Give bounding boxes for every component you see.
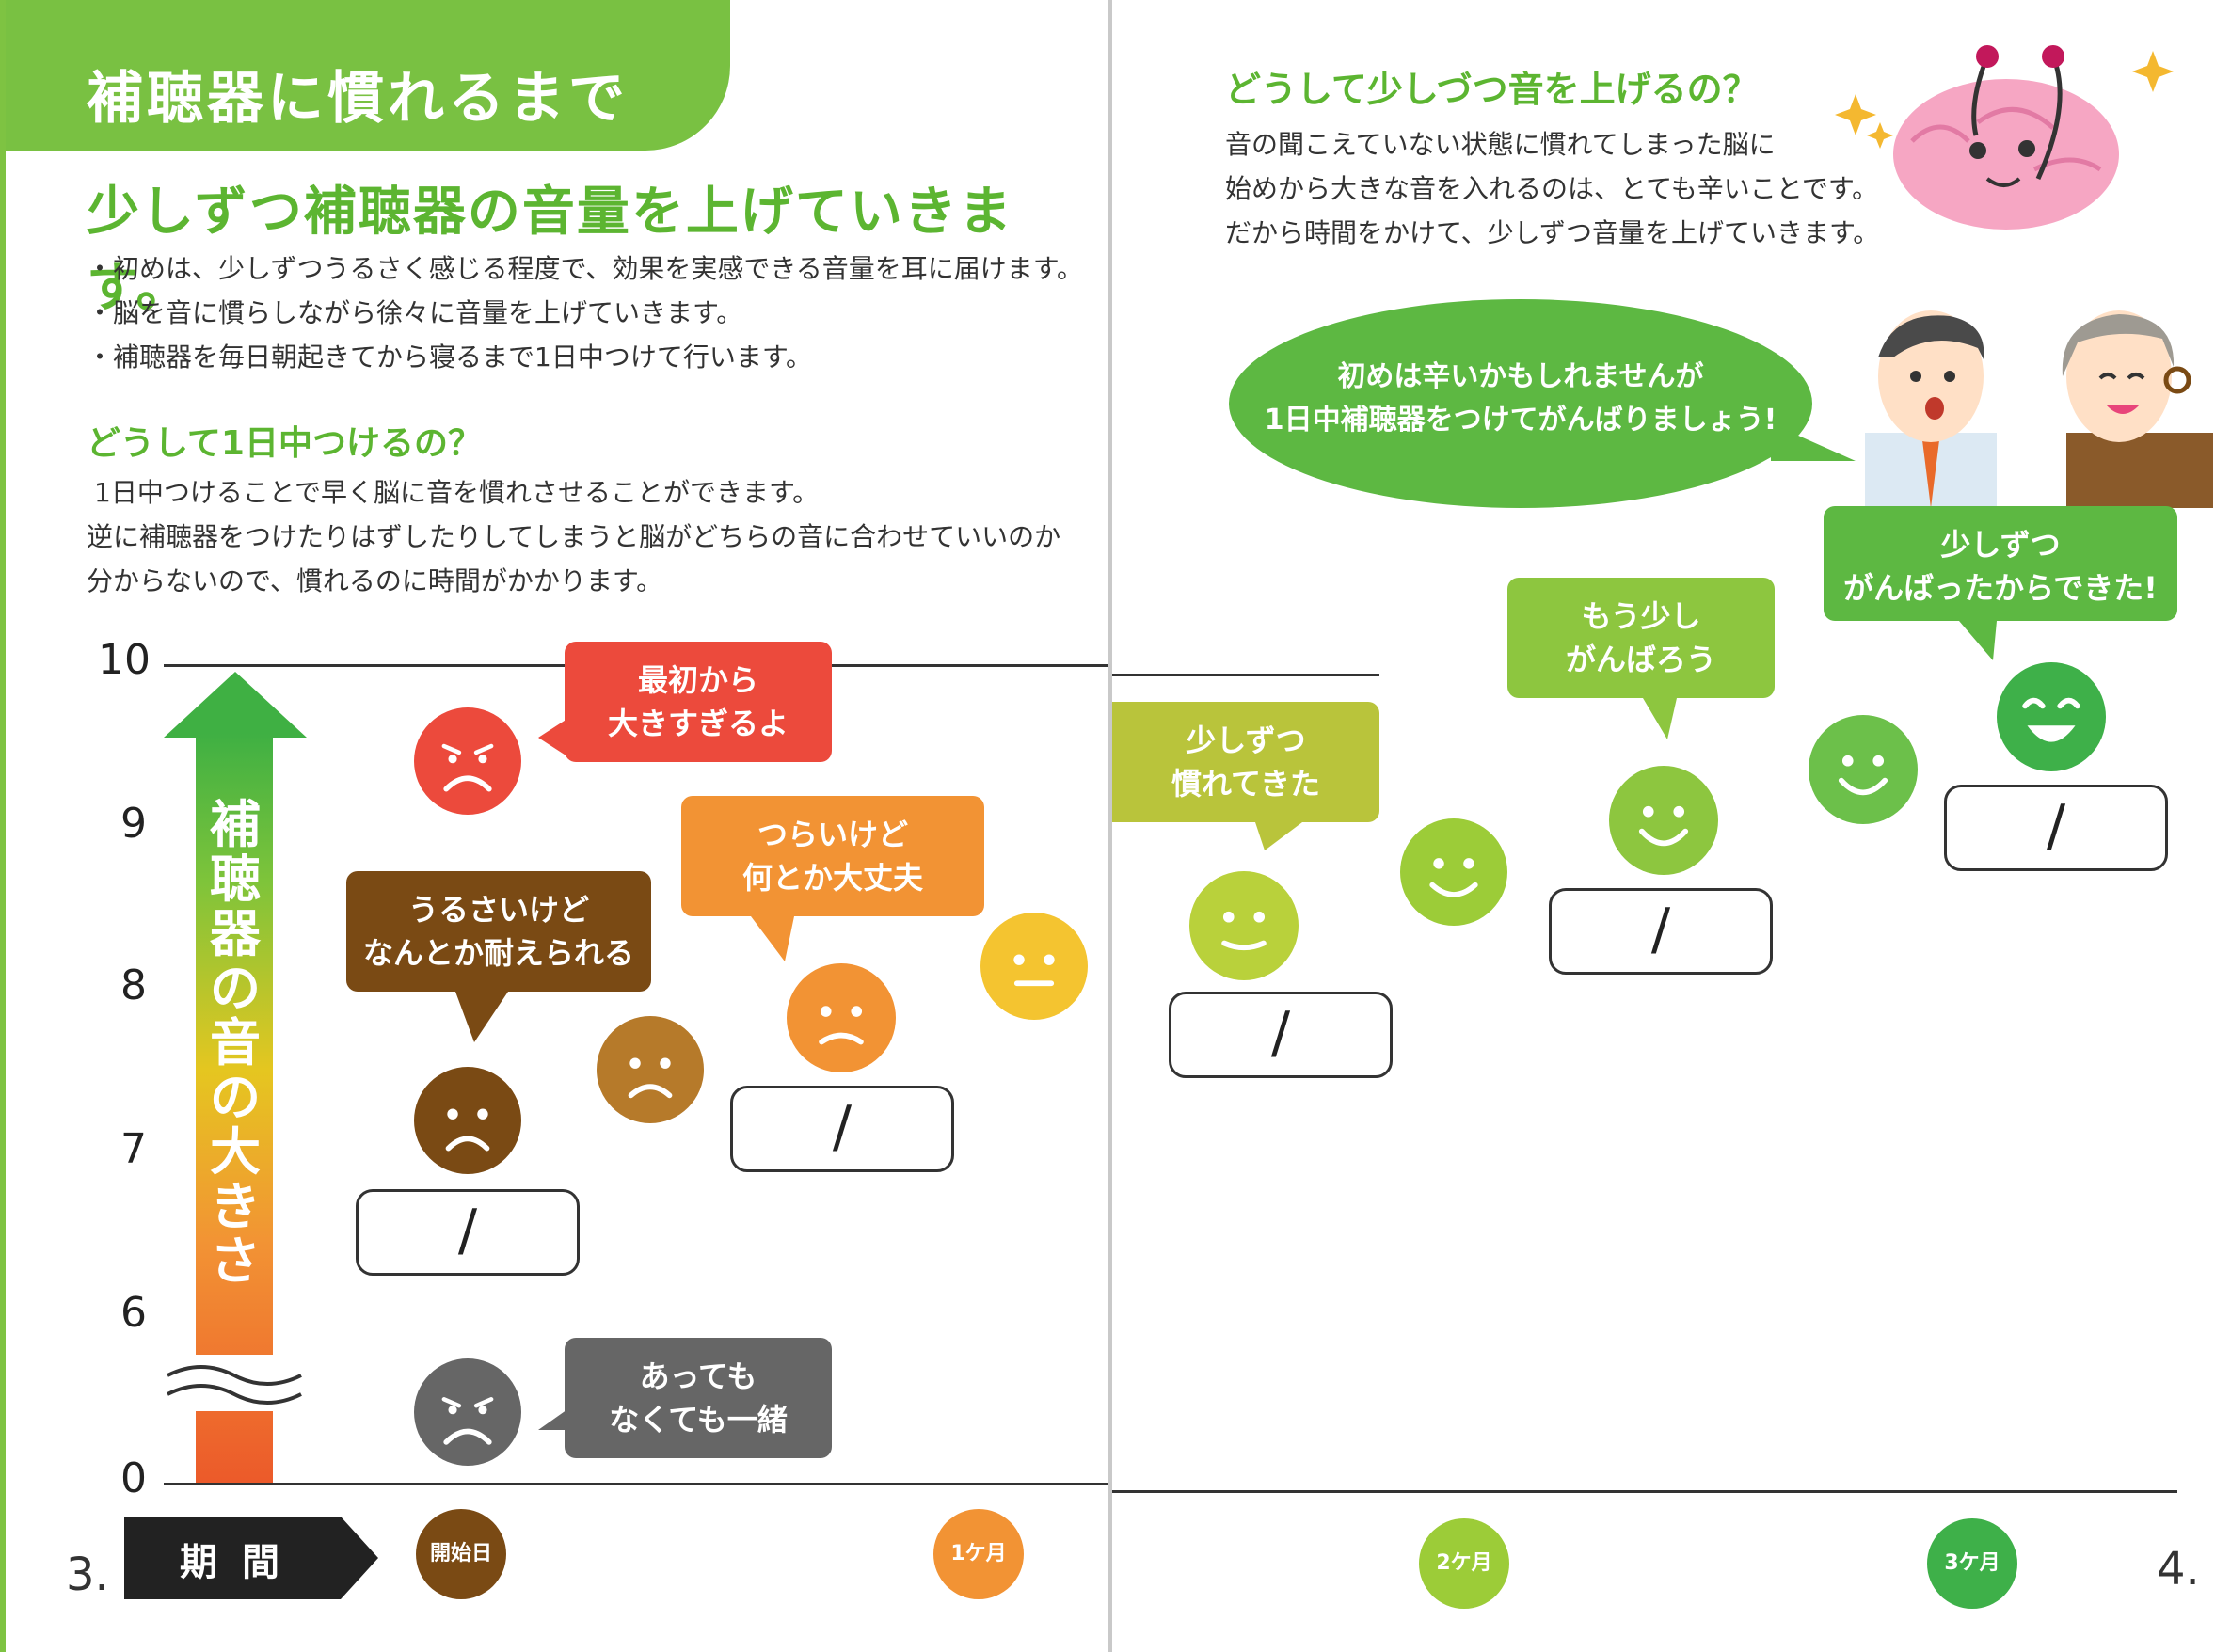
milestone-1-month: 1ケ月 — [933, 1509, 1024, 1599]
milestone-start: 開始日 — [416, 1509, 506, 1599]
date-input[interactable]: / — [1944, 785, 2168, 871]
right-paragraph: 音の聞こえていない状態に慣れてしまった脳に 始めから大きな音を入れるのは、とても… — [1225, 122, 1879, 255]
date-input[interactable]: / — [356, 1189, 580, 1276]
right-page: どうして少しづつ音を上げるの？ 音の聞こえていない状態に慣れてしまった脳に 始め… — [1112, 0, 2215, 1652]
y-tick-label: 10 — [98, 636, 151, 684]
speech-large-text: 初めは辛いかもしれませんが 1日中補聴器をつけてがんばりましょう! — [1229, 356, 1812, 442]
speech-bubble: つらいけど 何とか大丈夫 — [681, 796, 984, 916]
speech-bubble: 少しずつ 慣れてきた — [1112, 702, 1379, 822]
bubble-tail — [1255, 822, 1302, 850]
bubble-tail — [455, 992, 508, 1042]
bubble-line: なくても一緒 — [609, 1402, 788, 1438]
paragraph-line: 分からないので、慣れるのに時間がかかります。 — [87, 565, 663, 596]
bubble-line: もう少し — [1581, 598, 1701, 634]
bubble-line: なんとか耐えられる — [362, 935, 634, 971]
paragraph-line: 1日中つけることで早く脳に音を慣れさせることができます。 — [94, 477, 820, 508]
bubble-tail — [1643, 698, 1677, 739]
y-tick-label: 0 — [120, 1454, 147, 1502]
speech-line: 1日中補聴器をつけてがんばりましょう! — [1264, 404, 1777, 437]
big-smile-face-icon — [1997, 662, 2106, 771]
baseline — [164, 1483, 1108, 1485]
speech-line: 初めは辛いかもしれませんが — [1337, 360, 1704, 393]
bullet-list: ・初めは、少しずつうるさく感じる程度で、効果を実感できる音量を耳に届けます。 ・… — [87, 246, 1083, 379]
sad-face-icon — [414, 1067, 521, 1174]
page-gutter — [1108, 0, 1112, 1652]
bubble-line: あっても — [639, 1358, 757, 1394]
speech-bubble: 少しずつ がんばったからできた! — [1824, 506, 2177, 621]
date-slash: / — [832, 1094, 853, 1160]
bubble-line: がんばろう — [1565, 642, 1716, 677]
speech-bubble: あっても なくても一緒 — [565, 1338, 832, 1458]
y-tick-label: 8 — [120, 961, 147, 1009]
date-slash: / — [1270, 1000, 1291, 1066]
y-tick-label: 6 — [120, 1289, 147, 1337]
subheading: どうして1日中つけるの？ — [87, 424, 482, 463]
sad-face-icon — [787, 963, 896, 1072]
bubble-line: 少しずつ — [1940, 527, 2061, 563]
bubble-line: つらいけど — [757, 817, 908, 852]
brain-illustration — [1827, 38, 2185, 245]
paragraph-line: だから時間をかけて、少しずつ音量を上げていきます。 — [1225, 217, 1880, 248]
bubble-line: がんばったからできた! — [1843, 570, 2158, 606]
bubble-line: 何とか大丈夫 — [741, 860, 923, 896]
bubble-tail — [1959, 621, 1997, 660]
bubble-line: 大きすぎるよ — [607, 706, 789, 741]
date-slash: / — [457, 1198, 478, 1263]
bubble-tail — [1771, 423, 1856, 461]
date-slash: / — [2046, 793, 2066, 859]
page-number: 3. — [66, 1549, 109, 1601]
right-heading: どうして少しづつ音を上げるの？ — [1225, 69, 1759, 110]
smile-face-icon — [1809, 715, 1918, 824]
period-tag — [124, 1517, 341, 1599]
bubble-line: うるさいけど — [407, 892, 589, 928]
date-slash: / — [1650, 897, 1671, 962]
paragraph-line: 逆に補聴器をつけたりはずしたりしてしまうと脳がどちらの音に合わせていいのか — [87, 521, 1061, 552]
bullet-item: ・脳を音に慣らしながら徐々に音量を上げていきます。 — [87, 297, 743, 328]
y-tick-label: 7 — [120, 1125, 147, 1173]
bullet-item: ・初めは、少しずつうるさく感じる程度で、効果を実感できる音量を耳に届けます。 — [87, 253, 1083, 284]
page-number: 4. — [2157, 1543, 2200, 1596]
bubble-line: 最初から — [637, 662, 758, 698]
period-label: 期 間 — [180, 1541, 285, 1584]
sad-face-icon — [414, 707, 521, 815]
sad-face-icon — [597, 1016, 704, 1123]
y-tick-label: 9 — [120, 800, 147, 848]
people-illustration — [1837, 301, 2215, 508]
header-band — [6, 0, 730, 151]
explanation-paragraph: 1日中つけることで早く脳に音を慣れさせることができます。 逆に補聴器をつけたりは… — [87, 470, 1060, 603]
period-tag-arrow — [341, 1517, 378, 1599]
gridline-top — [1112, 674, 1379, 676]
bubble-line: 慣れてきた — [1171, 766, 1321, 802]
date-input[interactable]: / — [730, 1086, 954, 1172]
paragraph-line: 始めから大きな音を入れるのは、とても辛いことです。 — [1225, 173, 1879, 204]
speech-bubble: もう少し がんばろう — [1507, 578, 1775, 698]
left-page: 補聴器に慣れるまで 少しずつ補聴器の音量を上げていきます。 ・初めは、少しずつう… — [0, 0, 1108, 1652]
bullet-item: ・補聴器を毎日朝起きてから寝るまで1日中つけて行います。 — [87, 342, 813, 373]
arrow-up-icon — [164, 672, 307, 738]
date-input[interactable]: / — [1169, 992, 1393, 1078]
milestone-2-month: 2ケ月 — [1419, 1518, 1509, 1609]
paragraph-line: 音の聞こえていない状態に慣れてしまった脳に — [1225, 129, 1776, 160]
axis-break-icon — [164, 1355, 305, 1411]
y-axis-title: 補聴器の音の大きさ — [210, 795, 261, 1291]
smile-face-icon — [1609, 766, 1718, 875]
speech-bubble-large — [1229, 299, 1812, 508]
milestone-3-month: 3ケ月 — [1927, 1518, 2017, 1609]
main-heading: 少しずつ補聴器の音量を上げていきます。 — [87, 182, 1013, 319]
bubble-line: 少しずつ — [1186, 723, 1306, 758]
smile-face-icon — [1189, 871, 1299, 980]
bubble-tail — [751, 916, 794, 961]
page-title: 補聴器に慣れるまで — [87, 66, 629, 132]
smile-face-icon — [1400, 818, 1507, 926]
baseline — [1112, 1490, 2177, 1493]
sad-face-icon — [414, 1358, 521, 1466]
date-input[interactable]: / — [1549, 888, 1773, 975]
bubble-tail — [538, 1407, 570, 1430]
neutral-face-icon — [980, 913, 1088, 1020]
speech-bubble: うるさいけど なんとか耐えられる — [346, 871, 651, 992]
bubble-tail — [538, 717, 570, 758]
speech-bubble: 最初から 大きすぎるよ — [565, 642, 832, 762]
